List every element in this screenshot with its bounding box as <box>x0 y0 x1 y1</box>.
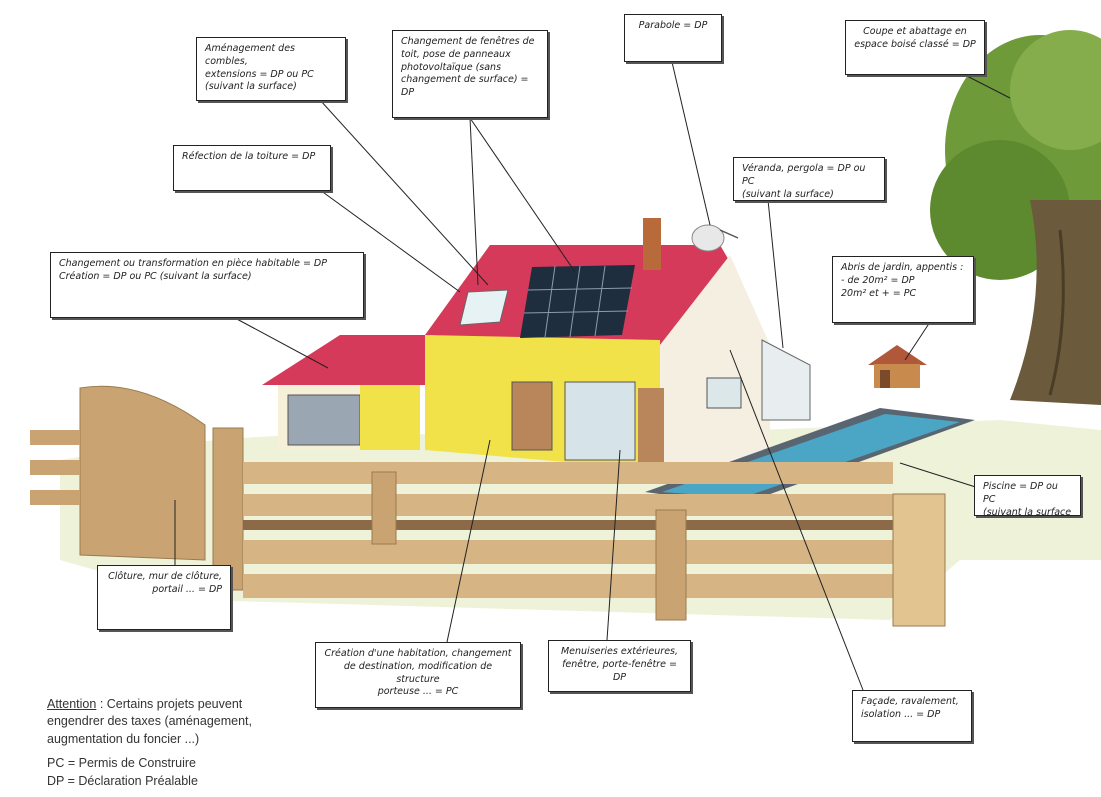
callout-garden-shed: Abris de jardin, appentis : - de 20m² = … <box>832 256 974 323</box>
main-house <box>425 218 811 470</box>
gate <box>30 385 206 561</box>
attention-text: : Certains projets peuvent engendrer des… <box>47 696 252 746</box>
callout-fence-gate: Clôture, mur de clôture, portail ... = D… <box>97 565 231 630</box>
callout-habitable-room: Changement ou transformation en pièce ha… <box>50 252 364 318</box>
attention-note: Attention : Certains projets peuvent eng… <box>47 678 287 748</box>
callout-satellite-dish: Parabole = DP <box>624 14 722 62</box>
dp-legend: DP = Déclaration Préalable <box>47 774 198 788</box>
callout-facade-insulation: Façade, ravalement, isolation ... = DP <box>852 690 972 742</box>
attention-label: Attention <box>47 696 97 711</box>
callout-veranda-pergola: Véranda, pergola = DP ou PC (suivant la … <box>733 157 885 201</box>
callout-tree-felling: Coupe et abattage en espace boisé classé… <box>845 20 985 75</box>
callout-roof-windows-solar: Changement de fenêtres de toit, pose de … <box>392 30 548 118</box>
tree <box>930 30 1101 405</box>
callout-attic-extensions: Aménagement des combles, extensions = DP… <box>196 37 346 101</box>
callout-new-dwelling: Création d'une habitation, changement de… <box>315 642 521 708</box>
leader-lines <box>174 61 1011 691</box>
callout-swimming-pool: Piscine = DP ou PC (suivant la surface <box>974 475 1081 518</box>
annex-garage <box>262 335 430 450</box>
pc-legend: PC = Permis de Construire <box>47 756 197 770</box>
callout-roof-renovation: Réfection de la toiture = DP <box>173 145 331 191</box>
callout-exterior-joinery: Menuiseries extérieures, fenêtre, porte-… <box>548 640 691 692</box>
satellite-dish-drawing <box>691 224 739 252</box>
fence <box>212 427 946 627</box>
garden-shed <box>868 345 927 388</box>
